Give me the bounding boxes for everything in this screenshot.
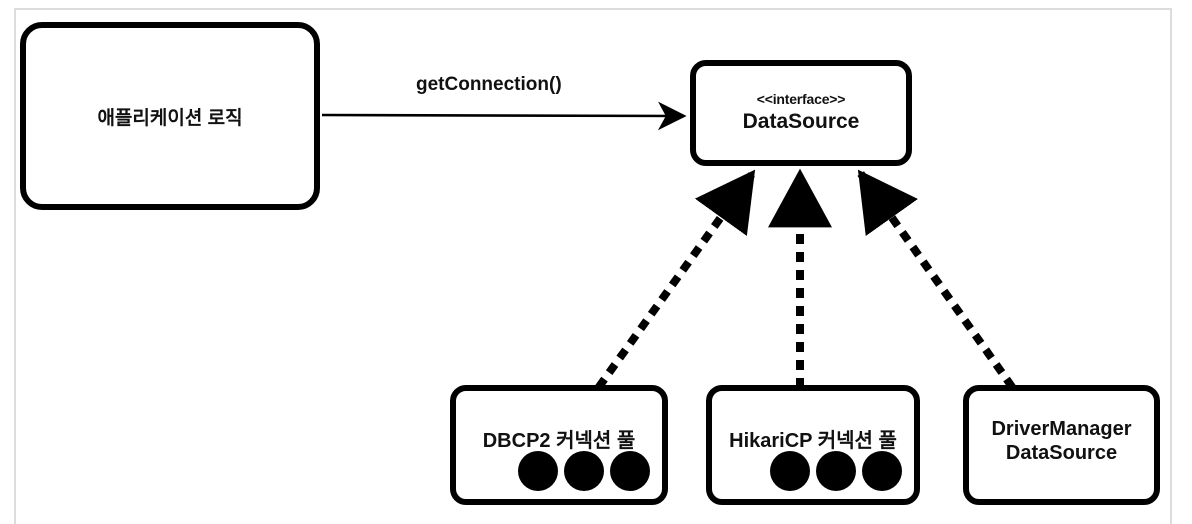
page-frame-left bbox=[14, 8, 16, 524]
edge-dbcp2-implements bbox=[595, 168, 758, 390]
page-frame-right bbox=[1170, 8, 1172, 524]
dbcp2-connection-dots bbox=[518, 451, 650, 491]
connection-dot-icon bbox=[564, 451, 604, 491]
node-dbcp2-pool-label: DBCP2 커넥션 풀 bbox=[482, 430, 636, 452]
node-drivermanager-datasource[interactable]: DriverManager DataSource bbox=[963, 385, 1160, 505]
page-frame-top bbox=[14, 8, 1172, 10]
edge-label-get-connection: getConnection() bbox=[416, 74, 562, 95]
node-datasource-title: DataSource bbox=[742, 109, 860, 133]
node-drivermanager-datasource-line1: DriverManager bbox=[991, 418, 1132, 440]
node-dbcp2-pool[interactable]: DBCP2 커넥션 풀 bbox=[450, 385, 668, 505]
node-datasource-interface[interactable]: <<interface>> DataSource bbox=[690, 60, 912, 166]
connection-dot-icon bbox=[610, 451, 650, 491]
edge-get-connection bbox=[321, 101, 687, 131]
node-application-logic-label: 애플리케이션 로직 bbox=[97, 107, 243, 129]
connection-dot-icon bbox=[770, 451, 810, 491]
edge-drivermanager-implements bbox=[855, 168, 1016, 390]
connection-dot-icon bbox=[816, 451, 856, 491]
node-datasource-stereotype: <<interface>> bbox=[756, 90, 846, 107]
hikaricp-connection-dots bbox=[770, 451, 902, 491]
connection-dot-icon bbox=[862, 451, 902, 491]
node-hikaricp-pool[interactable]: HikariCP 커넥션 풀 bbox=[706, 385, 920, 505]
node-application-logic[interactable]: 애플리케이션 로직 bbox=[20, 22, 320, 210]
node-hikaricp-pool-label: HikariCP 커넥션 풀 bbox=[729, 430, 897, 452]
node-drivermanager-datasource-line2: DataSource bbox=[1005, 442, 1118, 464]
connection-dot-icon bbox=[518, 451, 558, 491]
